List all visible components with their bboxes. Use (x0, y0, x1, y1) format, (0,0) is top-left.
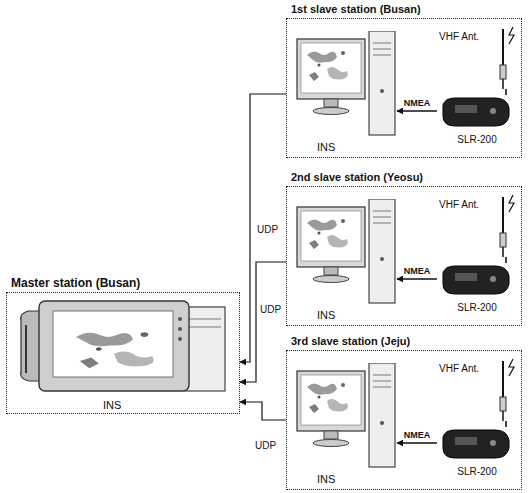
antenna-label: VHF Ant. (439, 363, 479, 374)
slr-200-receiver (437, 263, 513, 297)
station-title: 2nd slave station (Yeosu) (289, 171, 425, 183)
station-box: 3rd slave station (Jeju)INSSLR-200VHF An… (286, 350, 522, 490)
cable (505, 421, 507, 427)
slr-200-receiver (437, 427, 513, 461)
device-label: INS (103, 399, 121, 411)
cable (397, 442, 437, 444)
receiver-node: SLR-200 (437, 263, 517, 313)
udp-link (240, 402, 286, 420)
ins-node: INS (295, 31, 397, 153)
cable (505, 89, 507, 95)
antenna-label: VHF Ant. (439, 199, 479, 210)
device-label: SLR-200 (437, 134, 517, 145)
device-label: SLR-200 (437, 466, 517, 477)
station-box: Master station (Busan)INS (6, 292, 240, 414)
edge-label: NMEA (403, 98, 432, 108)
station-box: 2nd slave station (Yeosu)INSSLR-200VHF A… (286, 186, 522, 326)
ins-computer (295, 199, 397, 307)
ins-node: INS (295, 199, 397, 321)
device-label: INS (317, 473, 335, 485)
antenna-node: VHF Ant. (439, 357, 521, 421)
slr-200-receiver (437, 95, 513, 129)
master-ins-computer (17, 299, 229, 395)
station-title: Master station (Busan) (9, 276, 142, 290)
device-label: INS (317, 141, 335, 153)
edge-label: UDP (256, 224, 279, 235)
edge-label: UDP (259, 304, 282, 315)
device-label: INS (317, 309, 335, 321)
edge-label: NMEA (403, 430, 432, 440)
receiver-node: SLR-200 (437, 95, 517, 145)
udp-link (240, 262, 286, 382)
antenna-node: VHF Ant. (439, 25, 521, 89)
edge-label: UDP (254, 440, 277, 451)
vhf-antenna (491, 193, 521, 257)
cable (505, 257, 507, 263)
vhf-antenna (491, 357, 521, 421)
receiver-node: SLR-200 (437, 427, 517, 477)
station-title: 3rd slave station (Jeju) (289, 335, 412, 347)
station-title: 1st slave station (Busan) (289, 3, 423, 15)
ins-computer (295, 363, 397, 471)
ins-computer (295, 31, 397, 139)
udp-link (240, 94, 286, 362)
cable (397, 110, 437, 112)
device-label: SLR-200 (437, 302, 517, 313)
ins-node: INS (295, 363, 397, 485)
antenna-label: VHF Ant. (439, 31, 479, 42)
station-box: 1st slave station (Busan)INSSLR-200VHF A… (286, 18, 522, 158)
cable (397, 278, 437, 280)
ins-node: INS (17, 299, 229, 411)
vhf-antenna (491, 25, 521, 89)
antenna-node: VHF Ant. (439, 193, 521, 257)
edge-label: NMEA (403, 266, 432, 276)
